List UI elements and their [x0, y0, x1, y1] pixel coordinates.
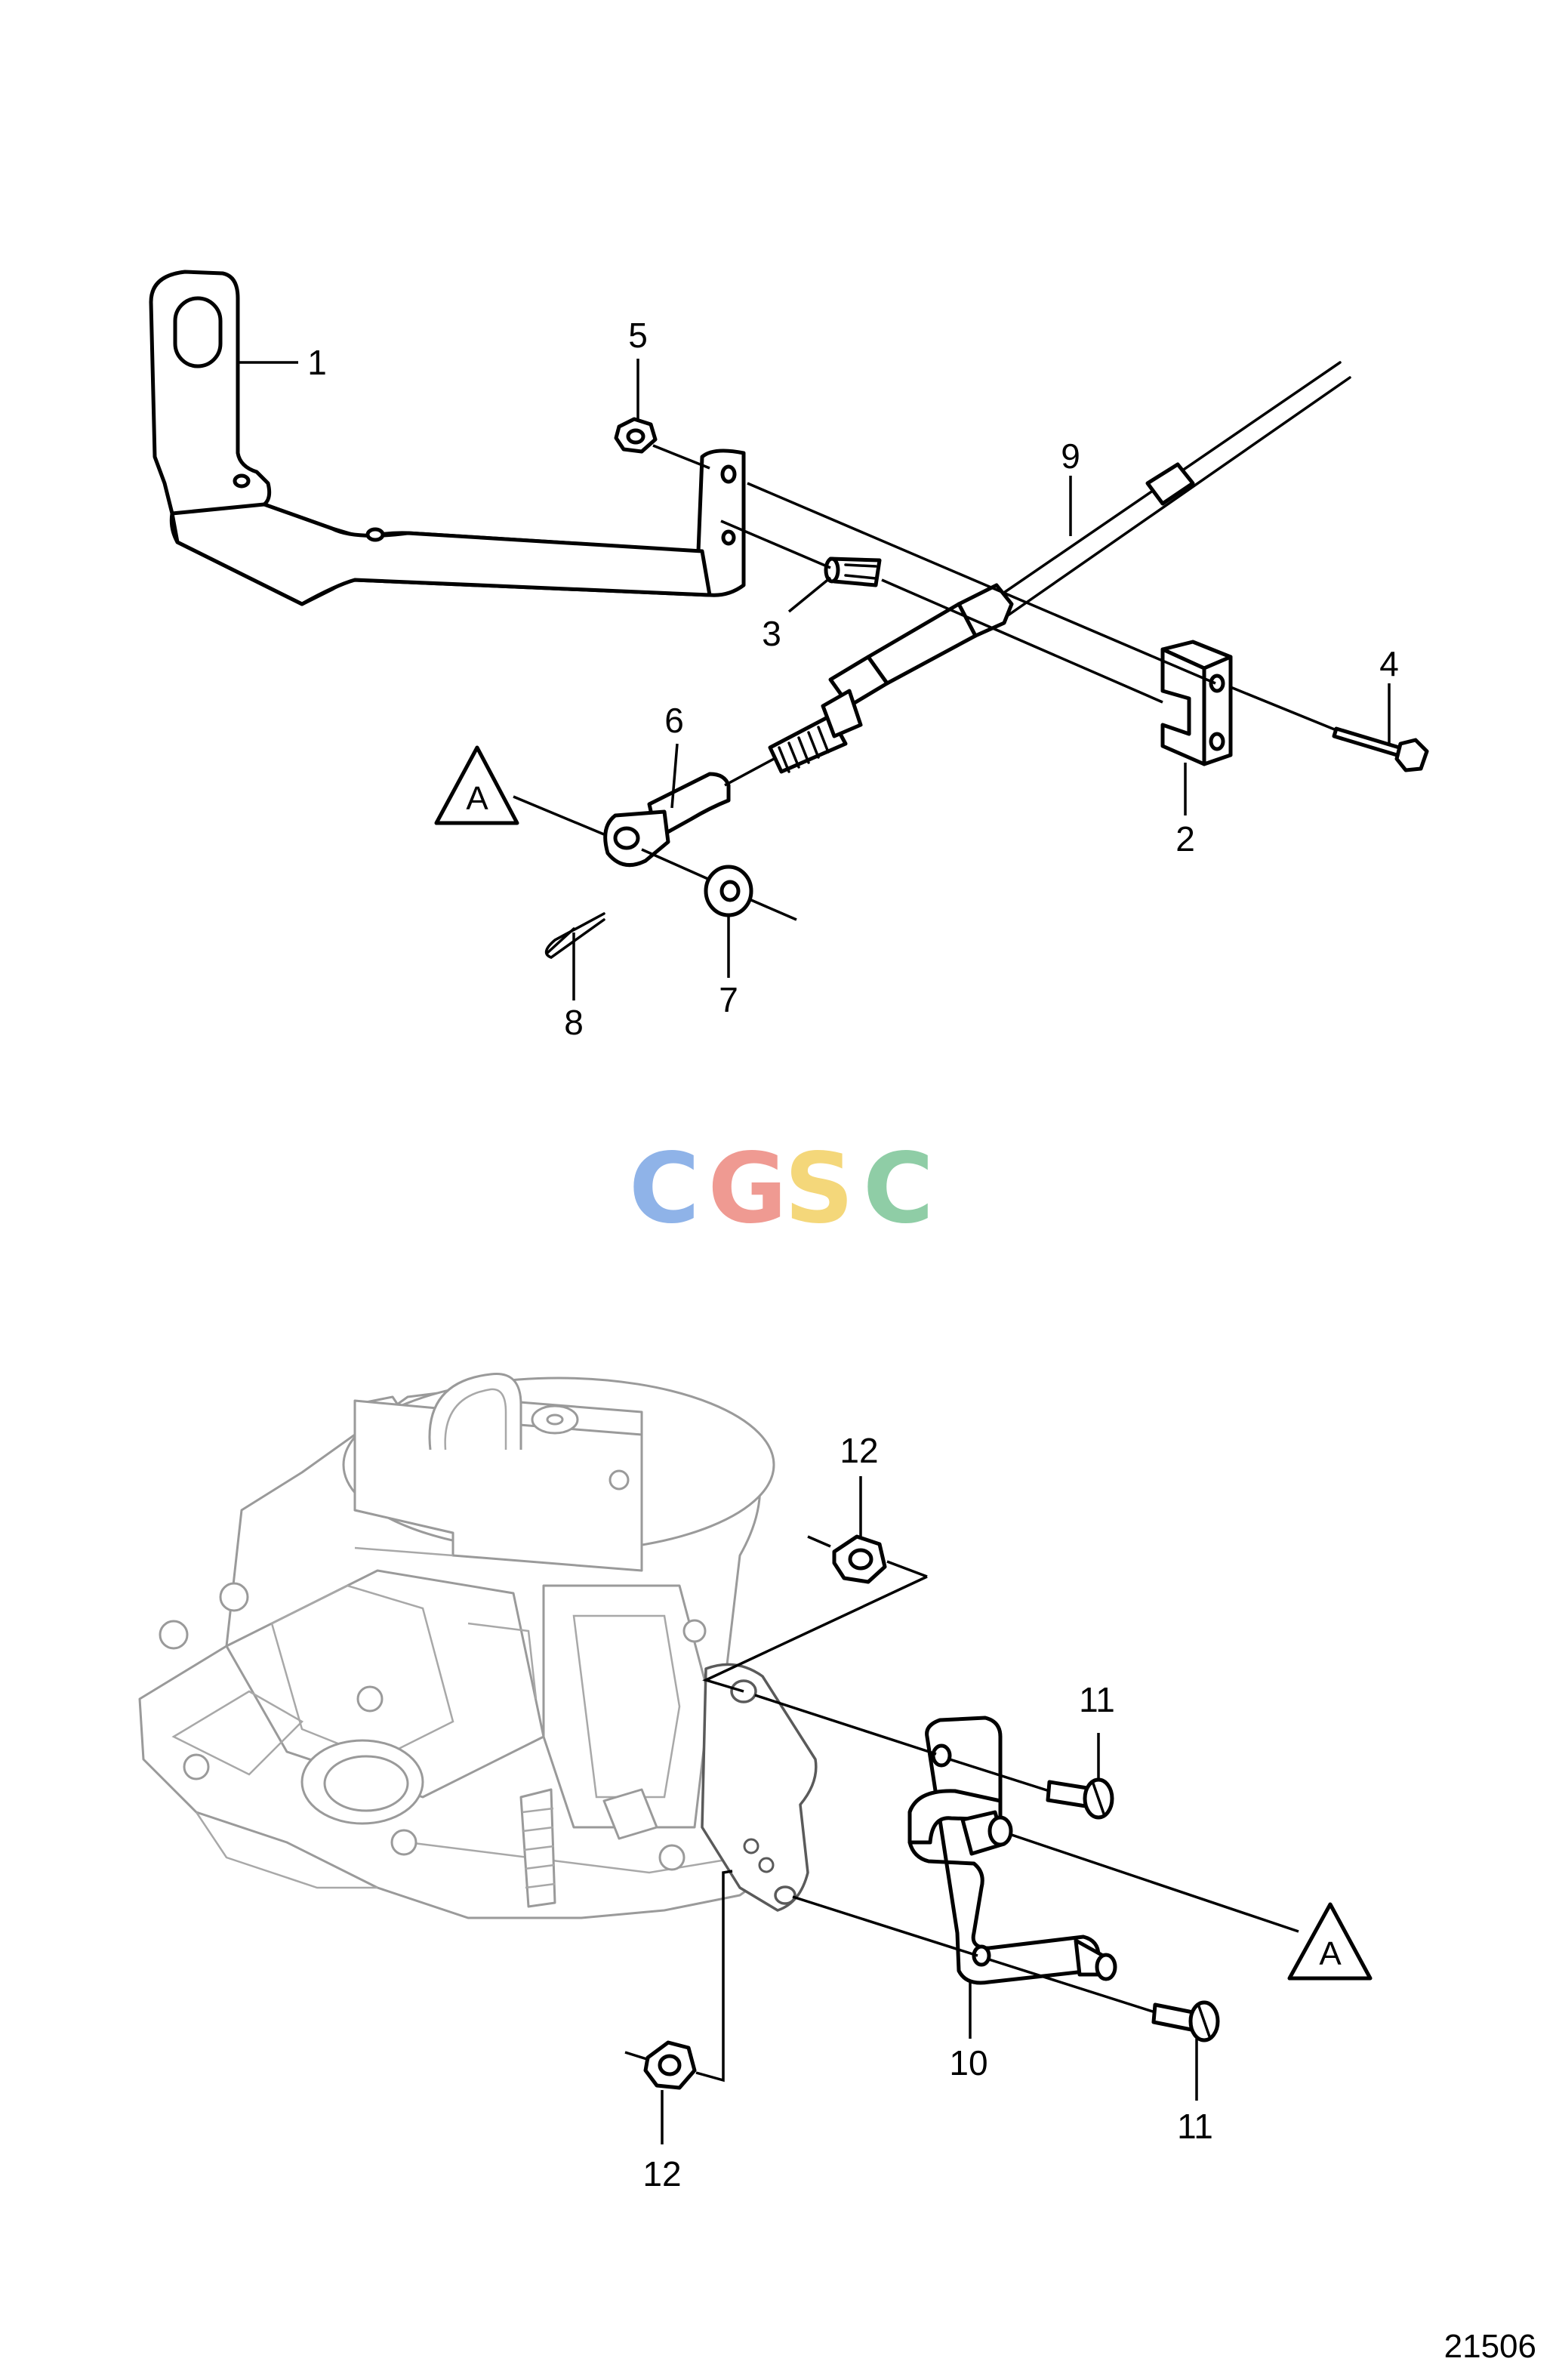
- callout-12-lower: 12: [642, 2154, 681, 2193]
- callout-7: 7: [719, 980, 738, 1019]
- callout-6: 6: [664, 701, 684, 740]
- watermark-letter-c1: C: [629, 1133, 700, 1245]
- callout-9: 9: [1061, 436, 1080, 476]
- callout-11-upper: 11: [1079, 1680, 1115, 1719]
- marker-a-top: A: [434, 745, 519, 825]
- throttle-lever-bracket: [907, 1716, 1117, 1985]
- screw-upper: [1046, 1777, 1114, 1820]
- split-sleeve: [824, 556, 882, 587]
- callout-3: 3: [762, 614, 781, 653]
- nut-lower: [643, 2040, 697, 2090]
- callout-5: 5: [628, 316, 648, 355]
- watermark-letter-s: S: [784, 1133, 854, 1245]
- callout-8: 8: [564, 1003, 584, 1042]
- callout-10: 10: [949, 2043, 987, 2082]
- callout-2: 2: [1175, 819, 1195, 859]
- alignment-lines-top: [513, 444, 1337, 921]
- clamp-block: [1160, 640, 1233, 766]
- watermark-letter-c2: C: [863, 1133, 934, 1245]
- callouts-top: 1 5 9 3 4 2 6 7 8: [307, 316, 1399, 1042]
- callout-1: 1: [307, 343, 327, 382]
- mounting-bracket: [149, 270, 746, 606]
- callouts-bottom: 12 11 10 11 12: [642, 1431, 1212, 2193]
- callout-4: 4: [1379, 644, 1399, 683]
- callout-11-lower: 11: [1177, 2107, 1213, 2146]
- hex-nut: [614, 417, 658, 454]
- callout-leaders-bottom: [661, 1476, 1198, 2144]
- bolt: [1332, 726, 1429, 772]
- marker-a-bottom-label: A: [1319, 1935, 1342, 1972]
- drawing-reference-number: 21506: [1444, 2328, 1536, 2365]
- watermark-logo: C G S C: [629, 1133, 934, 1245]
- spring-clip: [544, 912, 605, 959]
- callout-12-upper: 12: [840, 1431, 878, 1470]
- marker-a-top-label: A: [466, 780, 488, 817]
- watermark-letter-g: G: [707, 1133, 787, 1245]
- alignment-lines-bottom: [624, 1535, 1299, 2082]
- rod-end: [603, 772, 731, 868]
- carburetor: [138, 1373, 802, 1919]
- screw-lower: [1151, 2000, 1220, 2042]
- washer: [704, 865, 753, 917]
- cable-thread: [778, 726, 830, 773]
- nut-upper: [832, 1534, 887, 1584]
- callout-leaders-top: [238, 359, 1391, 1000]
- marker-a-bottom: A: [1287, 1902, 1373, 1981]
